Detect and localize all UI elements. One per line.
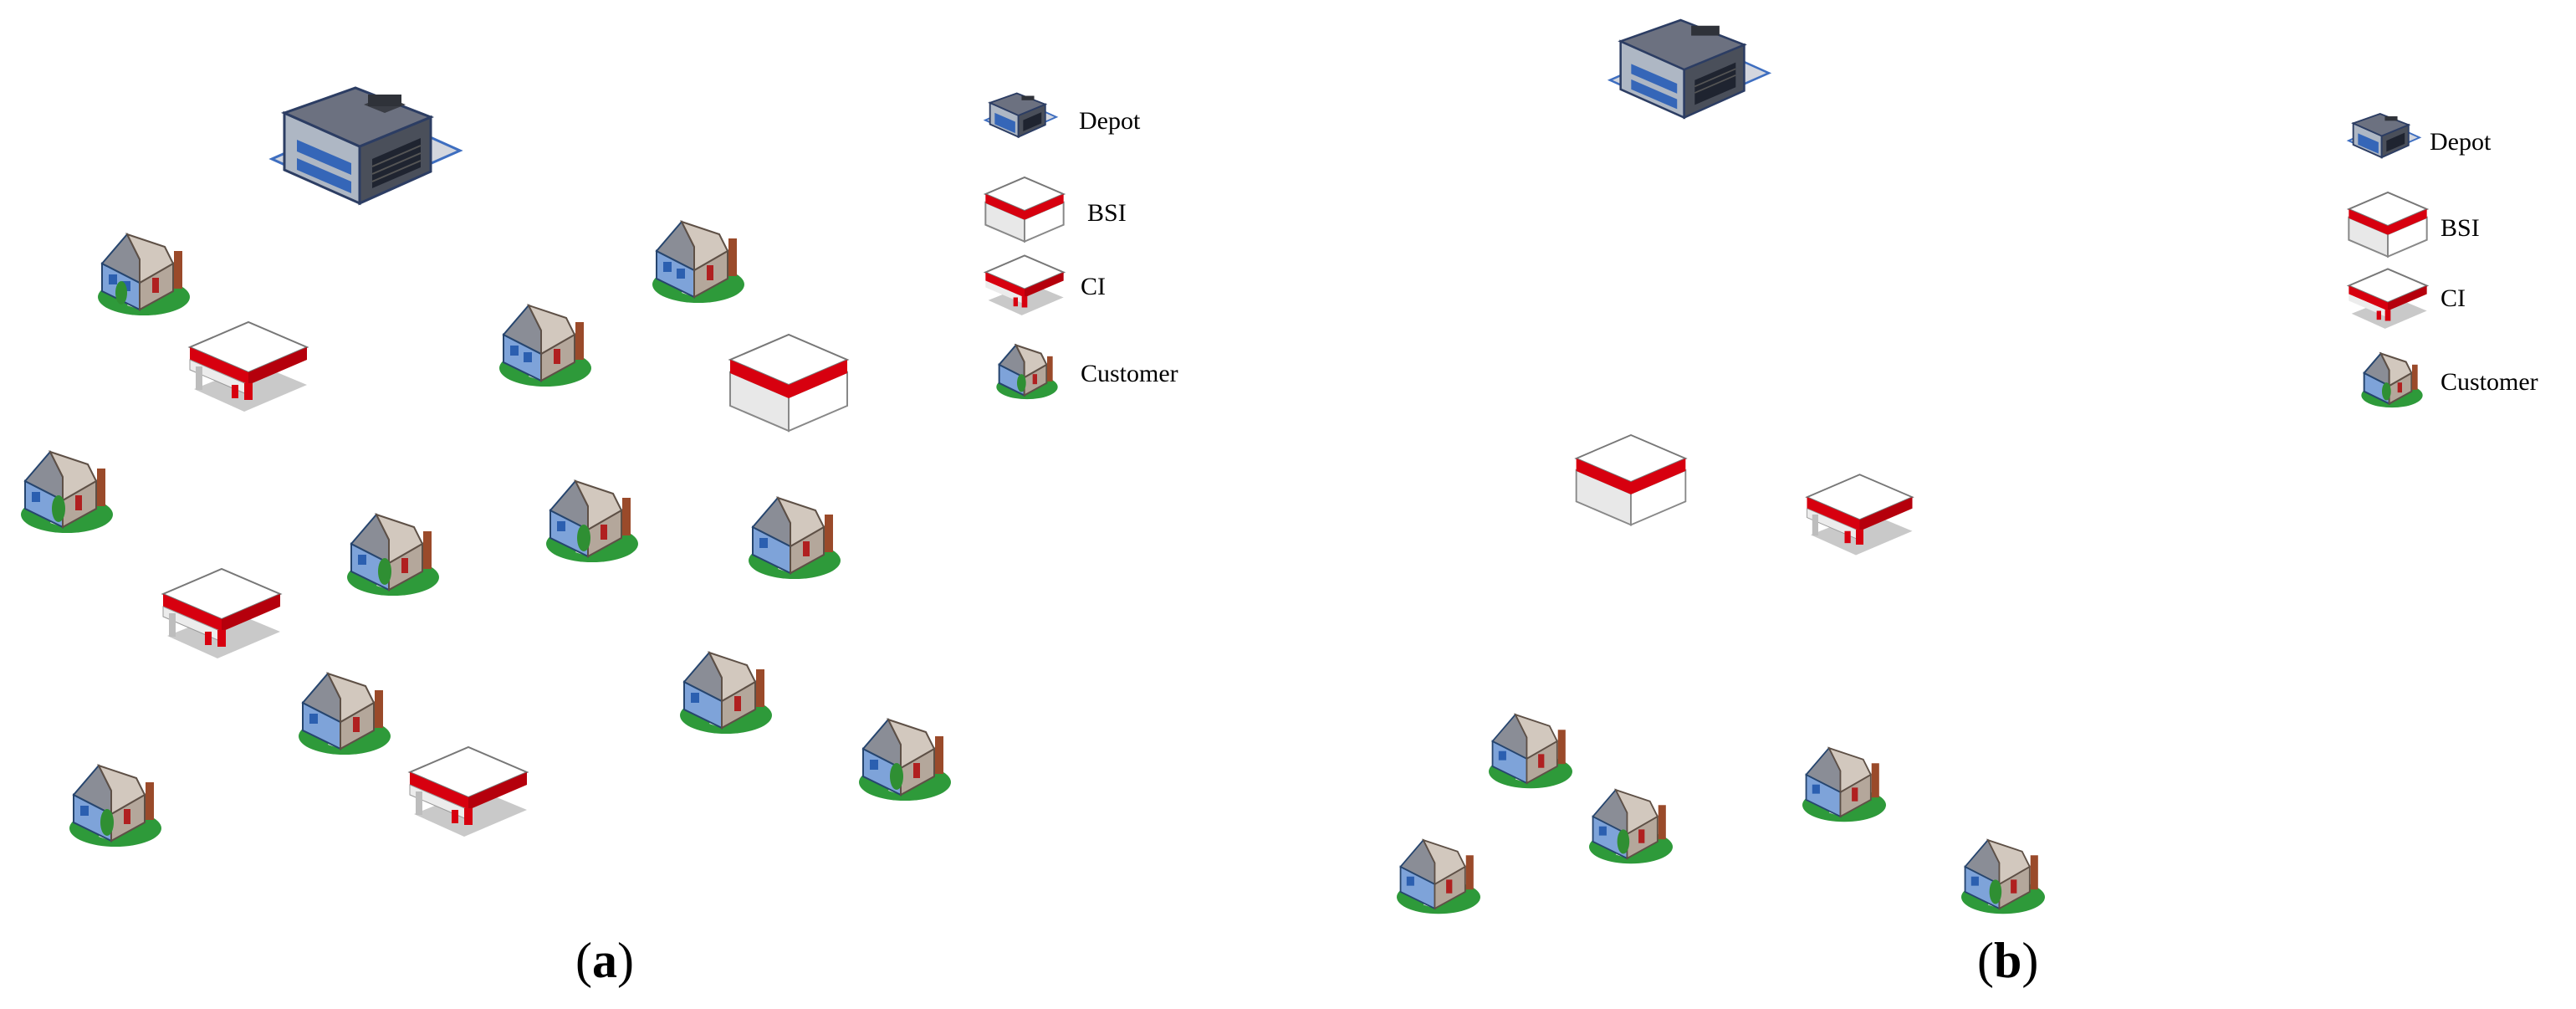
legend-label-ci: CI	[1081, 273, 1106, 300]
customer-icon	[542, 473, 642, 565]
charging-station-icon	[159, 565, 284, 661]
battery-swapping-station-icon	[726, 333, 851, 435]
panel-b: Depot BSI CI	[1288, 0, 2576, 1009]
customer-icon	[294, 665, 395, 757]
legend-label-bsi: BSI	[2441, 214, 2480, 242]
customer-icon	[1485, 707, 1577, 791]
legend-depot-icon	[983, 82, 1059, 161]
legend-label-customer: Customer	[2441, 368, 2538, 396]
legend-bsi-icon	[983, 176, 1066, 244]
legend-ci-icon	[983, 253, 1066, 317]
panel-a: Depot BSI CI	[17, 82, 1178, 988]
charging-station-icon	[1803, 470, 1916, 558]
customer-icon	[1585, 782, 1677, 866]
customer-icon	[676, 644, 776, 736]
customer-icon	[65, 757, 166, 849]
depot-icon	[1607, 17, 1772, 151]
customer-icon	[17, 443, 117, 535]
customer-icon	[495, 297, 595, 389]
customer-icon	[1393, 832, 1485, 916]
customer-icon	[648, 213, 749, 305]
legend-ci-icon	[2346, 266, 2430, 330]
legend-customer-icon	[994, 339, 1061, 402]
panel-label-b: (b)	[1977, 933, 2039, 988]
battery-swapping-station-icon	[1572, 433, 1689, 529]
legend-label-depot: Depot	[1079, 107, 1141, 135]
customer-icon	[1798, 740, 1890, 824]
panel-label-a: (a)	[575, 933, 634, 988]
charging-station-icon	[406, 743, 531, 839]
customer-icon	[1957, 832, 2049, 916]
charging-station-icon	[186, 318, 311, 414]
legend-customer-icon	[2359, 347, 2425, 410]
legend-label-bsi: BSI	[1087, 199, 1127, 227]
customer-icon	[855, 711, 955, 803]
legend-bsi-icon	[2346, 191, 2430, 259]
customer-icon	[744, 489, 845, 581]
customer-icon	[94, 226, 194, 318]
customer-icon	[343, 506, 443, 598]
legend-label-ci: CI	[2441, 284, 2466, 312]
legend-label-customer: Customer	[1081, 360, 1178, 387]
legend-label-depot: Depot	[2430, 128, 2492, 156]
legend-depot-icon	[2346, 105, 2422, 180]
depot-icon	[268, 86, 463, 238]
